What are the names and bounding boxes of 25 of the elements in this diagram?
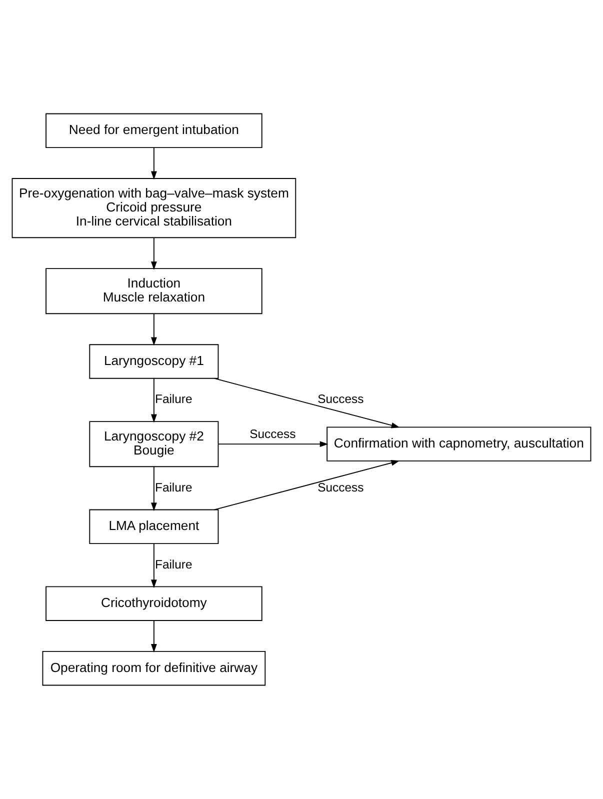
node-box: Induction Muscle relaxation bbox=[46, 268, 262, 314]
arrow bbox=[150, 147, 157, 180]
node-box: LMA placement bbox=[89, 509, 219, 544]
arrow bbox=[150, 620, 157, 652]
arrow bbox=[150, 237, 157, 270]
arrow bbox=[150, 543, 157, 588]
edge-label: Failure bbox=[155, 392, 192, 406]
edge-label: Success bbox=[318, 480, 364, 494]
node-box: Confirmation with capnometry, auscultation bbox=[326, 426, 592, 462]
arrow bbox=[150, 466, 157, 512]
node-box: Laryngoscopy #2 Bougie bbox=[89, 421, 219, 468]
node-box: Operating room for definitive airway bbox=[42, 651, 266, 686]
arrow bbox=[218, 441, 328, 448]
arrow bbox=[150, 378, 157, 423]
node-box: Pre-oxygenation with bag–valve–mask system Cricoid pressure In-line cervical stabilisation bbox=[12, 178, 296, 238]
edge-label: Success bbox=[250, 426, 296, 441]
node-box: Cricothyroidotomy bbox=[46, 586, 262, 621]
node-box: Need for emergent intubation bbox=[46, 113, 262, 148]
arrow bbox=[214, 460, 400, 510]
arrow bbox=[214, 378, 400, 428]
edge-label: Failure bbox=[155, 557, 192, 572]
edge-label: Success bbox=[318, 392, 364, 406]
arrow bbox=[150, 313, 157, 346]
edge-label: Failure bbox=[155, 480, 192, 494]
node-box: Laryngoscopy #1 bbox=[89, 344, 219, 379]
